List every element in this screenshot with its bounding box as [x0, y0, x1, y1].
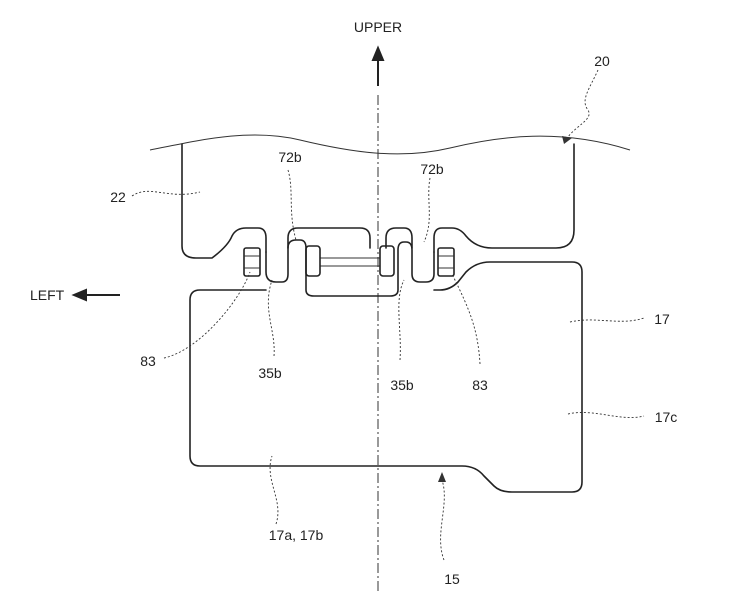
left-arrow-icon: [71, 288, 87, 302]
label-17: 17: [654, 311, 670, 327]
label-22: 22: [110, 189, 126, 205]
label-35b-left: 35b: [258, 365, 282, 381]
bolt-35b: [305, 245, 395, 277]
break-line: [149, 134, 631, 155]
leader-lines: [131, 69, 645, 561]
member-72b: [265, 239, 435, 297]
label-72b-right: 72b: [420, 161, 444, 177]
lower-member-17: [189, 261, 583, 493]
lower-member-outline: [189, 261, 583, 493]
nut-83-left: [243, 247, 261, 277]
left-direction-indicator: LEFT: [30, 287, 120, 303]
collar-left: [305, 245, 321, 277]
label-72b-left: 72b: [278, 149, 302, 165]
reference-labels: 20 22 72b 72b 17 17c 83 83 35b 35b 17a, …: [110, 53, 677, 587]
label-35b-right: 35b: [390, 377, 414, 393]
label-17a-17b: 17a, 17b: [269, 527, 324, 543]
nut-83-right: [437, 247, 455, 277]
upper-member-20: [149, 134, 631, 259]
collar-right: [379, 245, 395, 277]
label-83-left: 83: [140, 353, 156, 369]
up-arrow-icon: [371, 45, 385, 61]
label-20: 20: [594, 53, 610, 69]
label-17c: 17c: [655, 409, 678, 425]
label-83-right: 83: [472, 377, 488, 393]
upper-direction-indicator: UPPER: [354, 19, 402, 86]
upper-member-outline: [181, 143, 575, 259]
left-label: LEFT: [30, 287, 65, 303]
label-15: 15: [444, 571, 460, 587]
upper-label: UPPER: [354, 19, 402, 35]
